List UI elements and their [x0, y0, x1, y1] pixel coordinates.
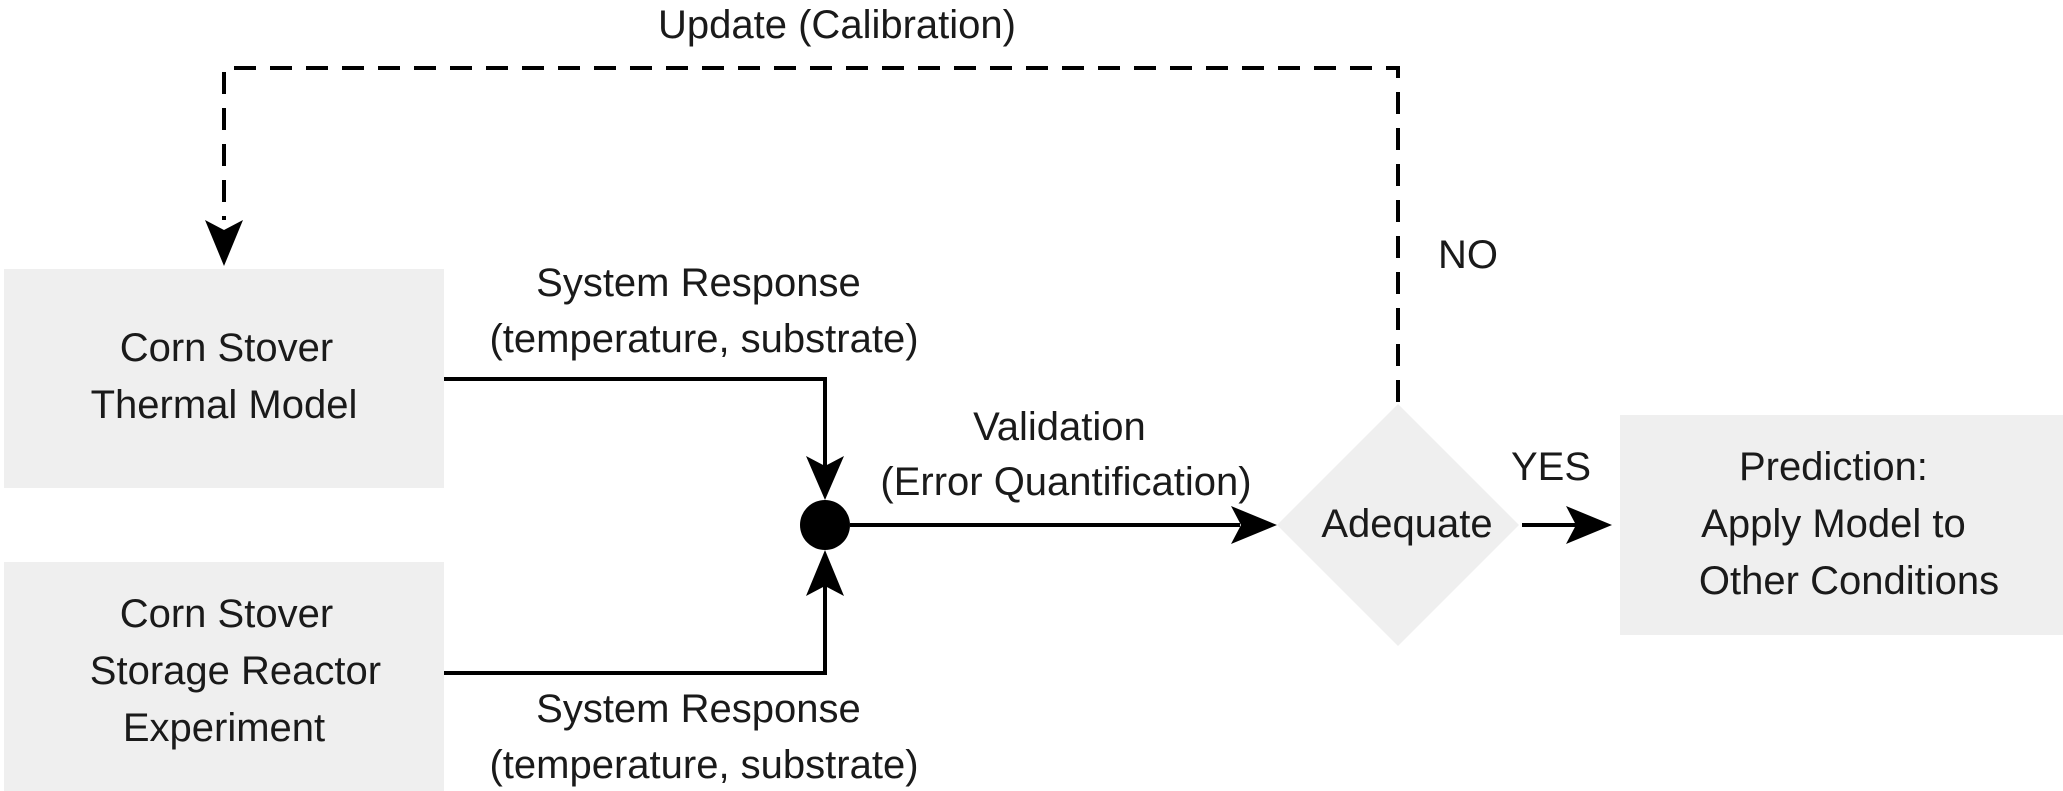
svg-text:Validation (Error Quantifi: Validation (Error Quantification) [880, 405, 1251, 504]
thermal-model-line-1: Corn Stover [120, 326, 333, 370]
validation-label-line-1: Validation [973, 405, 1146, 449]
experiment-response-line-1: System Response [536, 687, 861, 731]
storage-experiment-line-1: Corn Stover [120, 592, 333, 636]
calibration-feedback-line [222, 66, 1400, 402]
model-response-line [444, 377, 827, 470]
validation-label-line-2: (Error Quantification) [880, 460, 1251, 504]
model-response-arrowhead [806, 456, 844, 500]
junction-dot [800, 500, 850, 550]
svg-text:Corn Stover Thermal Mode: Corn Stover Thermal Model [91, 326, 358, 427]
storage-experiment-line-2: Storage Reactor [90, 649, 381, 693]
no-label: NO [1438, 233, 1498, 277]
yes-label: YES [1511, 445, 1591, 489]
experiment-response-arrowhead [806, 550, 844, 596]
svg-text:System Response (temperatu: System Response (temperature, substrate) [489, 687, 918, 787]
calibration-arrowhead [205, 220, 243, 266]
experiment-response-line-2: (temperature, substrate) [489, 743, 918, 787]
validation-arrowhead [1231, 506, 1277, 544]
prediction-line-1: Prediction: [1739, 445, 1928, 489]
storage-experiment-line-3: Experiment [123, 706, 325, 750]
storage-experiment-node: Corn Stover Storage Reactor Experiment [4, 562, 444, 791]
adequate-decision-node: Adequate [1277, 404, 1519, 646]
prediction-line-3: Other Conditions [1699, 559, 1999, 603]
update-calibration-label: Update (Calibration) [658, 3, 1016, 47]
yes-arrowhead [1566, 506, 1612, 544]
experiment-response-line [444, 582, 827, 675]
prediction-node: Prediction: Apply Model to Other Conditi… [1620, 415, 2063, 635]
model-response-line-1: System Response [536, 261, 861, 305]
svg-text:Corn Stover Storage Reac: Corn Stover Storage Reactor Experiment [90, 592, 392, 750]
adequate-label: Adequate [1321, 502, 1492, 546]
thermal-model-line-2: Thermal Model [91, 383, 358, 427]
svg-text:System Response (temperatu: System Response (temperature, substrate) [489, 261, 918, 361]
thermal-model-node: Corn Stover Thermal Model [4, 269, 444, 488]
prediction-line-2: Apply Model to [1701, 502, 1966, 546]
model-response-line-2: (temperature, substrate) [489, 317, 918, 361]
svg-text:Prediction: Apply Model: Prediction: Apply Model to Other Conditi… [1699, 445, 1999, 603]
